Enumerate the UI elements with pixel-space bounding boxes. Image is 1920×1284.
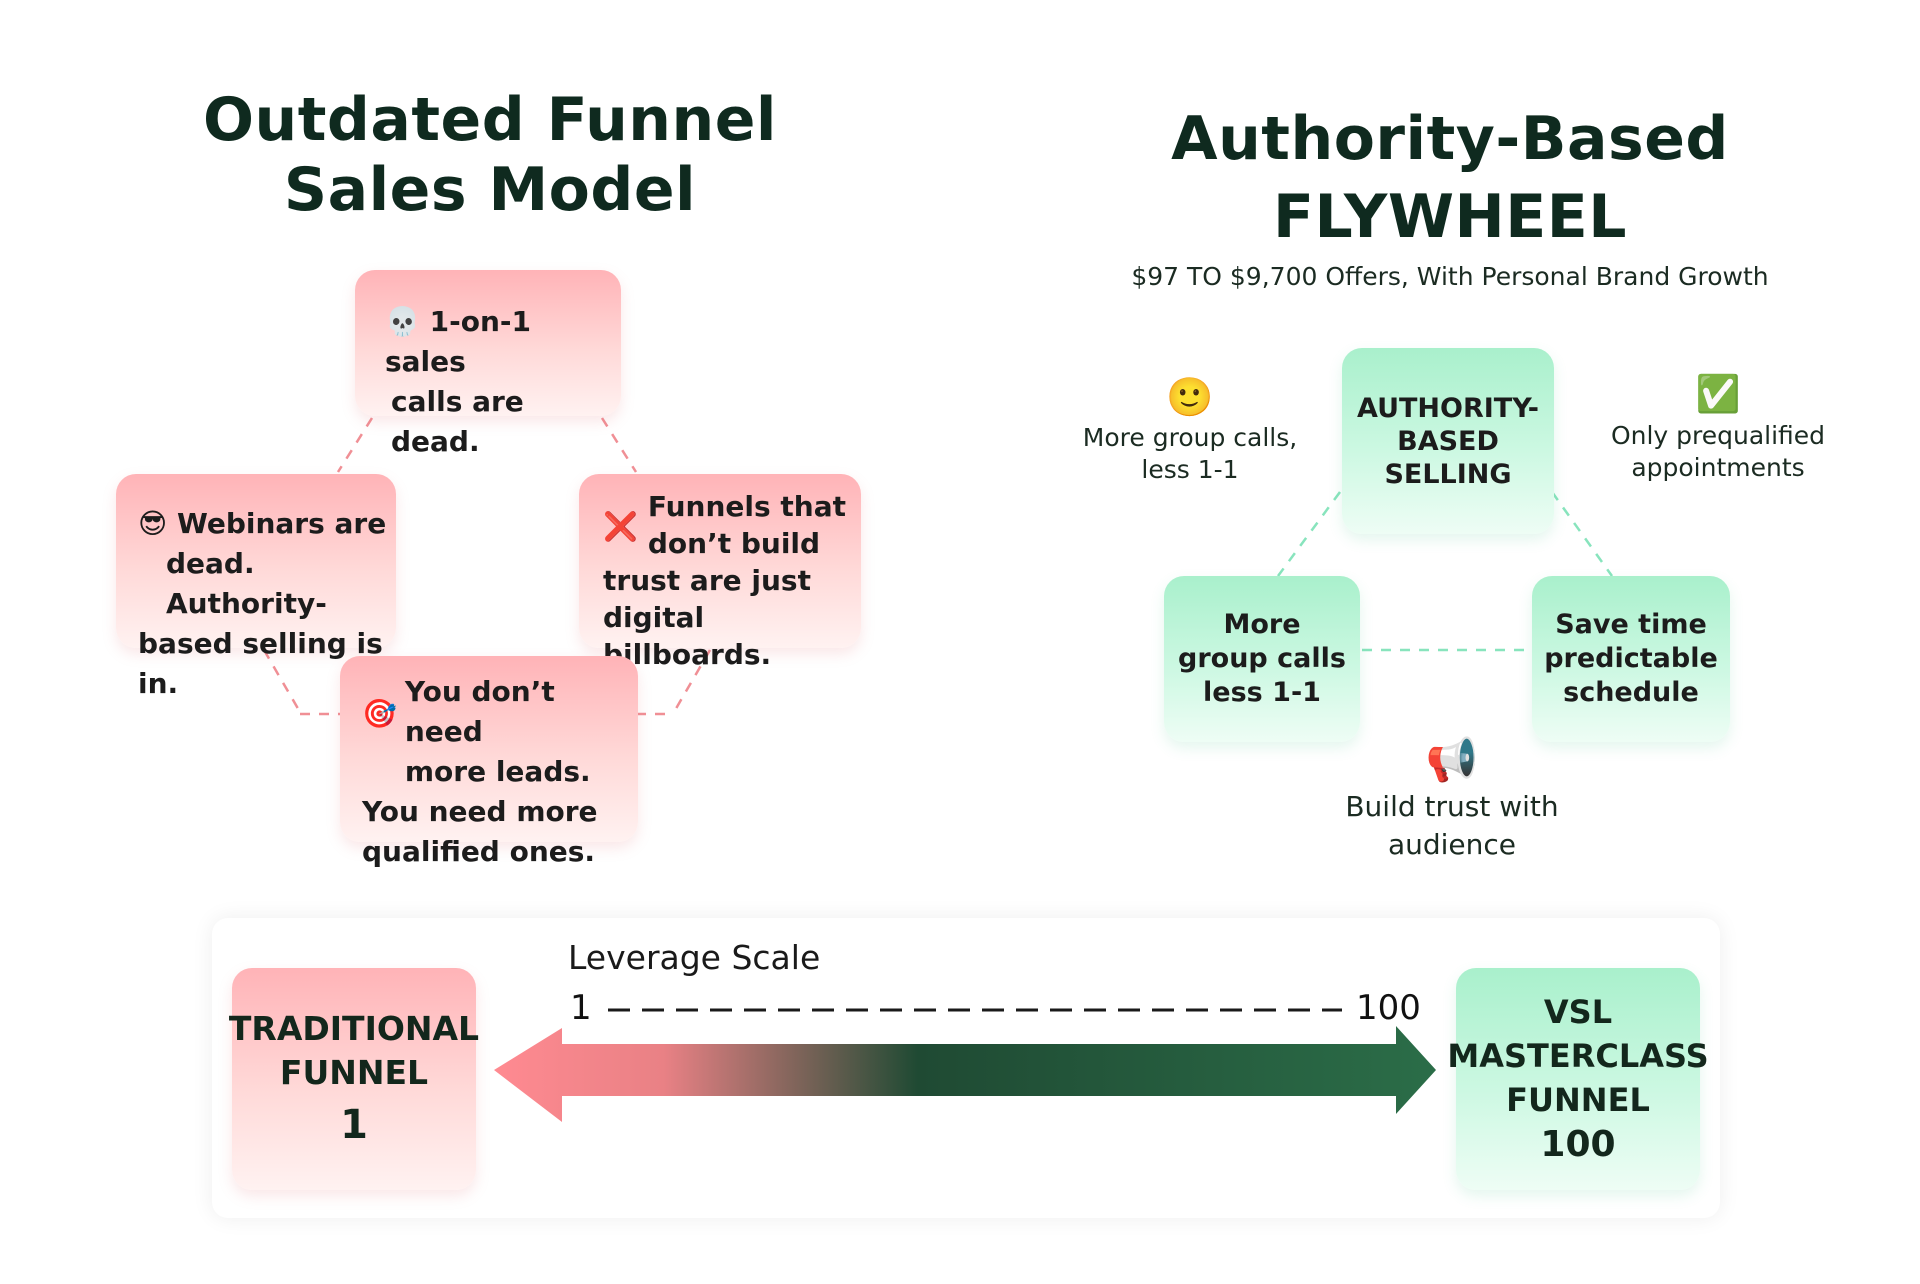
label-group-calls: 🙂 More group calls, less 1-1 bbox=[1070, 372, 1310, 486]
card-text: Webinars are bbox=[176, 507, 387, 540]
card-text: SELLING bbox=[1384, 458, 1512, 490]
card-text: BASED bbox=[1397, 425, 1499, 457]
card-authority-based-selling: AUTHORITY- BASED SELLING bbox=[1342, 348, 1554, 534]
scale-max-label: 100 bbox=[1356, 988, 1421, 1028]
left-title-line-1: Outdated Funnel bbox=[203, 85, 777, 155]
label-prequalified: ✅ Only prequalified appointments bbox=[1588, 370, 1848, 484]
card-text: less 1-1 bbox=[1203, 677, 1321, 708]
card-text: schedule bbox=[1563, 677, 1699, 708]
card-text: trust are just bbox=[603, 564, 811, 597]
check-mark-button-icon: ✅ bbox=[1695, 374, 1741, 415]
card-text: group calls bbox=[1178, 643, 1346, 674]
card-text: based selling is in. bbox=[138, 627, 383, 700]
card-webinars-dead: 😎 Webinars are dead. Authority- based se… bbox=[116, 474, 396, 700]
label-text: More group calls, bbox=[1082, 423, 1298, 452]
card-text: qualified ones. bbox=[362, 835, 596, 868]
connector-right-bottom bbox=[672, 649, 712, 713]
label-text: less 1-1 bbox=[1141, 455, 1239, 484]
card-text: dead. Authority- bbox=[166, 547, 327, 620]
card-text: Save time bbox=[1555, 609, 1707, 640]
scale-min-label: 1 bbox=[570, 988, 592, 1028]
leverage-scale-title: Leverage Scale bbox=[568, 938, 821, 977]
box-text: VSL bbox=[1543, 993, 1613, 1031]
card-text: You need more bbox=[362, 795, 598, 828]
card-sales-calls-dead: 💀 1-on-1 sales calls are dead. bbox=[355, 270, 621, 458]
label-text: Only prequalified bbox=[1610, 421, 1826, 450]
card-text: 1-on-1 sales bbox=[385, 305, 532, 378]
right-title-line-1: Authority-Based bbox=[1171, 104, 1729, 174]
label-text: audience bbox=[1387, 828, 1517, 861]
card-more-group-calls: More group calls less 1-1 bbox=[1164, 576, 1360, 742]
traditional-funnel-box: TRADITIONAL FUNNEL 1 bbox=[228, 968, 480, 1190]
box-value: 100 bbox=[1540, 1124, 1616, 1165]
megaphone-icon: 📢 bbox=[1425, 735, 1479, 784]
skull-icon: 💀 bbox=[385, 305, 420, 338]
card-save-time: Save time predictable schedule bbox=[1532, 576, 1730, 742]
right-title-line-2: FLYWHEEL bbox=[1273, 182, 1627, 252]
left-title-line-2: Sales Model bbox=[283, 155, 697, 225]
card-text: You don’t need bbox=[404, 675, 555, 748]
label-build-trust: 📢 Build trust with audience bbox=[1322, 732, 1582, 864]
connector-left-bottom bbox=[262, 649, 302, 713]
label-text: Build trust with bbox=[1345, 790, 1559, 823]
double-arrow bbox=[494, 1026, 1436, 1122]
right-title: Authority-Based FLYWHEEL bbox=[1130, 100, 1770, 256]
card-text: calls are dead. bbox=[391, 385, 524, 458]
card-text: more leads. bbox=[404, 755, 591, 788]
box-text: TRADITIONAL bbox=[228, 1009, 480, 1048]
target-icon: 🎯 bbox=[362, 697, 397, 730]
card-qualified-leads: 🎯 You don’t need more leads. You need mo… bbox=[340, 656, 638, 868]
card-text: More bbox=[1223, 609, 1301, 640]
label-text: appointments bbox=[1631, 453, 1805, 482]
sunglasses-face-icon: 😎 bbox=[138, 507, 168, 540]
box-text: FUNNEL bbox=[1506, 1081, 1650, 1119]
vsl-masterclass-funnel-box: VSL MASTERCLASS FUNNEL 100 bbox=[1447, 968, 1709, 1190]
box-value: 1 bbox=[340, 1102, 368, 1148]
left-title: Outdated Funnel Sales Model bbox=[170, 85, 810, 225]
card-text: Funnels that bbox=[647, 490, 847, 523]
slightly-smiling-face-icon: 🙂 bbox=[1166, 375, 1214, 419]
red-x-icon: ❌ bbox=[603, 510, 638, 543]
card-text: predictable bbox=[1544, 643, 1718, 674]
right-subtitle: $97 TO $9,700 Offers, With Personal Bran… bbox=[1131, 262, 1769, 291]
card-funnels-billboards: ❌ Funnels that don’t build trust are jus… bbox=[579, 474, 861, 671]
box-text: MASTERCLASS bbox=[1447, 1037, 1709, 1075]
card-text: don’t build bbox=[647, 527, 821, 560]
box-text: FUNNEL bbox=[279, 1053, 429, 1092]
card-text: AUTHORITY- bbox=[1357, 392, 1539, 424]
